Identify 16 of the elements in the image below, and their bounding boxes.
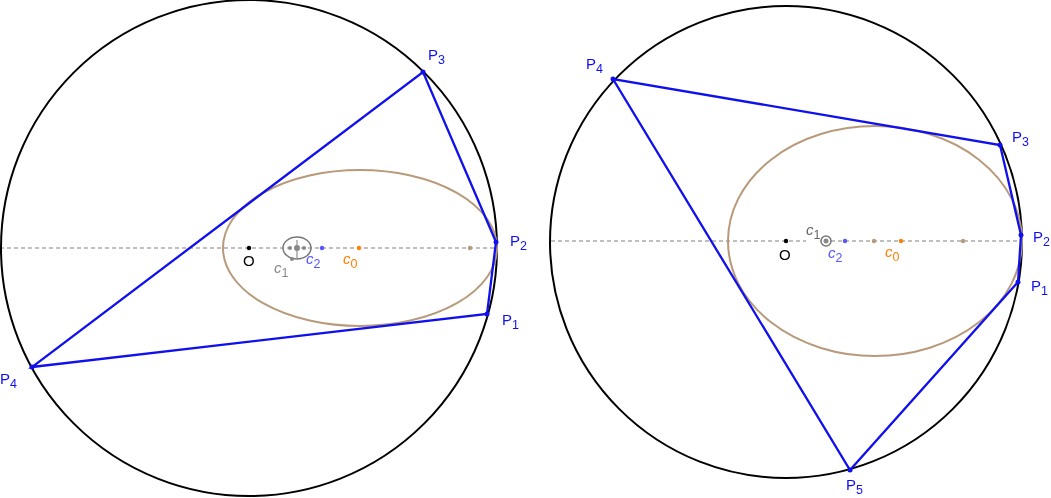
point-label: P$_{3}$ <box>428 46 445 69</box>
point-label: c$_{1}$ <box>274 259 289 282</box>
point-label: O <box>243 252 255 269</box>
point-label: O <box>779 246 791 263</box>
point-label: P$_{5}$ <box>846 476 863 498</box>
point-label: c$_{0}$ <box>343 250 358 273</box>
point-label: P$_{4}$ <box>0 370 17 393</box>
point-label: P$_{1}$ <box>1031 277 1048 300</box>
point-label: c$_{2}$ <box>828 244 843 267</box>
point-label: P$_{2}$ <box>510 232 527 255</box>
point-label: c$_{2}$ <box>306 250 321 273</box>
point-label: P$_{2}$ <box>1033 228 1050 251</box>
point-label: c$_{0}$ <box>885 243 900 266</box>
point-label: P$_{1}$ <box>502 311 519 334</box>
point-label: P$_{4}$ <box>586 55 603 78</box>
point-label: P$_{3}$ <box>1012 128 1029 151</box>
